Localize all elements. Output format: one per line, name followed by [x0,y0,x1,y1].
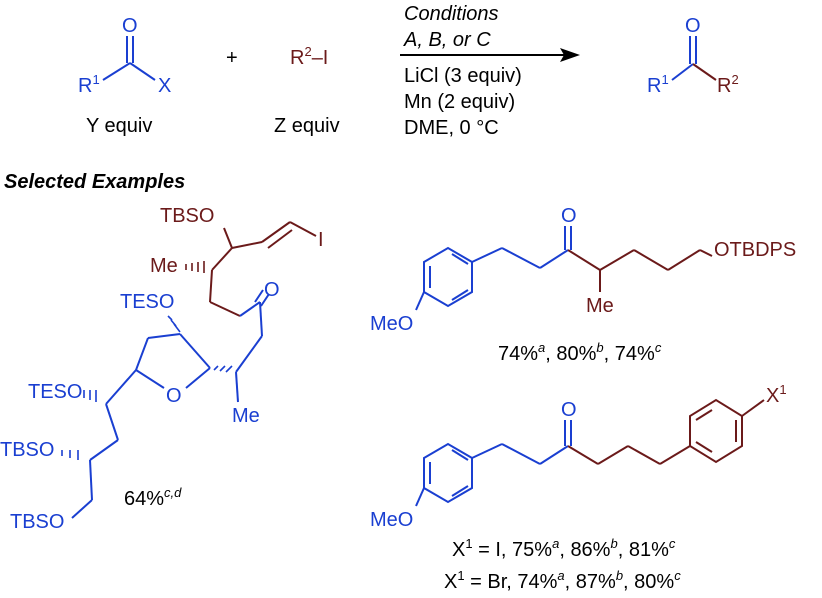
ex2-me: Me [586,295,614,317]
arrow-head-icon [560,48,580,62]
conditions-options: A, B, or C [403,29,491,51]
reactant-1-x-label: X [158,75,171,97]
conditions-title: Conditions [404,3,499,25]
ex2-ketone-o: O [561,205,577,227]
conditions-block: Conditions A, B, or C LiCl (3 equiv) Mn … [400,3,580,139]
reactant-1: O R1 X Y equiv [78,15,171,137]
ex1-tbso-bottom: TBSO [10,511,64,533]
reactant-1-carbonyl-o: O [122,15,138,37]
ex1-tbso-top: TBSO [160,205,214,227]
ex1-iodine: I [318,229,324,251]
product-r2-label: R2 [717,72,739,97]
example-2-structure: MeO O OTBDPS Me 74%a, 80%b, 74%c [370,205,796,365]
reactant-1-equiv: Y equiv [86,115,152,137]
ex1-tbso-mid: TBSO [0,439,54,461]
conditions-line-2: Mn (2 equiv) [404,91,515,113]
ex2-meo: MeO [370,313,413,335]
reactant-1-r-label: R1 [78,72,100,97]
reactant-2: R2–I Z equiv [274,44,340,137]
ex3-meo: MeO [370,509,413,531]
ex3-row-2: X1 = Br, 74%a, 87%b, 80%c [444,568,681,593]
ex3-row-1: X1 = I, 75%a, 86%b, 81%c [452,536,676,561]
section-title: Selected Examples [4,171,185,193]
reactant-2-equiv: Z equiv [274,115,340,137]
reactant-2-label: R2–I [290,44,328,69]
ex1-yield: 64%c,d [124,485,182,510]
ex1-teso-left: TESO [28,381,82,403]
product-carbonyl-o: O [685,15,701,37]
plus-sign: + [226,47,238,69]
ex1-ketone-o: O [264,279,280,301]
example-3-structure: MeO O X1 X1 = I, 75%a, 86%b, 81%c X1 = B… [370,382,787,593]
ex3-ketone-o: O [561,399,577,421]
ex2-yields: 74%a, 80%b, 74%c [498,340,662,365]
ex2-otbdps: OTBDPS [714,239,796,261]
product-r1-label: R1 [647,72,669,97]
ex1-me-left: Me [150,255,178,277]
ex1-me-bottom: Me [232,405,260,427]
conditions-line-3: DME, 0 °C [404,117,499,139]
example-1-structure: TBSO I Me O TESO [0,205,324,533]
conditions-line-1: LiCl (3 equiv) [404,65,522,87]
ex3-x1-label: X1 [766,382,787,407]
ex1-teso-upper: TESO [120,291,174,313]
product: O R1 R2 [647,15,739,97]
ex1-ring-o: O [166,385,182,407]
